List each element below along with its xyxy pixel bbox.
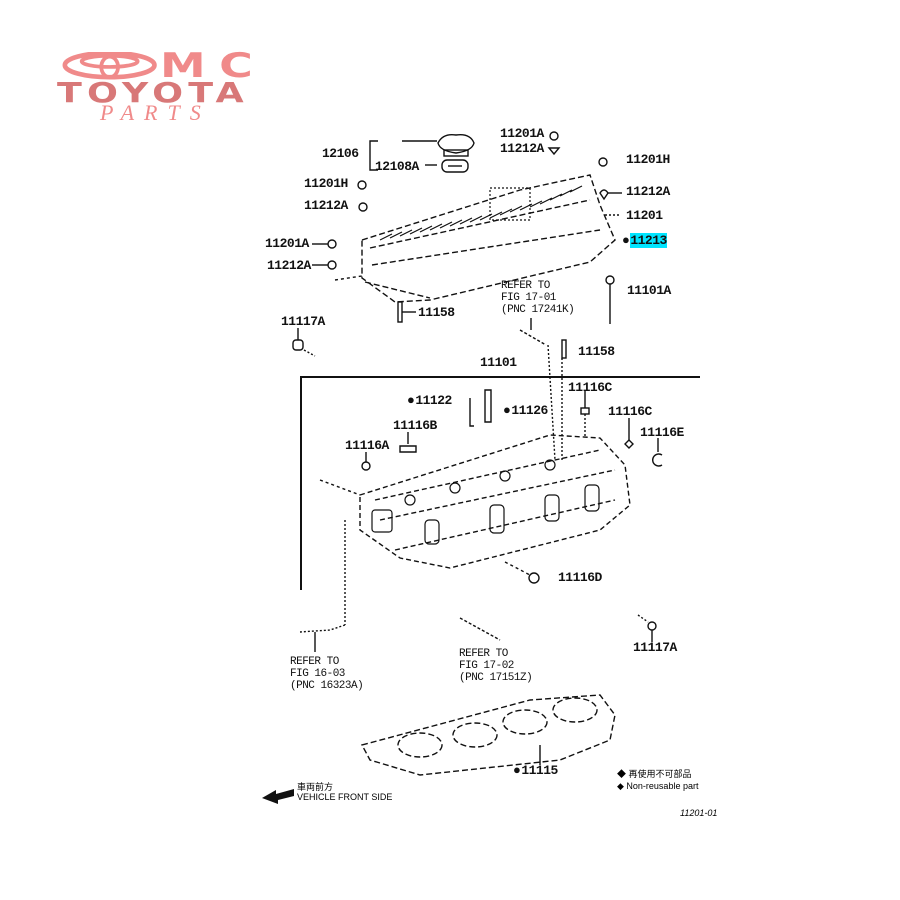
leader-12106 <box>369 140 378 171</box>
reference-line: FIG 17-01 <box>501 292 556 304</box>
callout-11212A-left[interactable]: 11212A <box>304 198 348 213</box>
frame-line <box>300 376 700 590</box>
cylinder-head-icon <box>359 434 631 569</box>
callout-11116C-1[interactable]: 11116C <box>568 380 612 395</box>
vehicle-front-jp: 車両前方 <box>297 782 334 792</box>
callout-11212A-right[interactable]: 11212A <box>626 184 670 199</box>
callout-11201[interactable]: 11201 <box>626 208 663 223</box>
callout-11116A[interactable]: 11116A <box>345 438 389 453</box>
legend: ◆ 再使用不可部品 ◆ Non-reusable part <box>617 768 698 792</box>
brand-middle: TOYOTA <box>57 76 249 109</box>
vehicle-front-label: 車両前方 VEHICLE FRONT SIDE <box>297 782 392 802</box>
callout-11201A-left[interactable]: 11201A <box>265 236 309 251</box>
brand-bottom: PARTS <box>100 100 211 125</box>
vehicle-front-en: VEHICLE FRONT SIDE <box>297 792 393 802</box>
reference-note-fig-17-01[interactable]: REFER TO FIG 17-01 (PNC 17241K) <box>501 280 575 316</box>
reference-line: FIG 16-03 <box>290 668 345 680</box>
legend-line-jp: ◆ 再使用不可部品 <box>617 769 692 779</box>
plug-icon <box>580 407 590 415</box>
stud-bolt-icon <box>561 339 567 359</box>
callout-11126[interactable]: 11126 <box>503 403 548 418</box>
valve-cover-fins-icon <box>379 185 583 241</box>
plug-icon <box>652 453 663 467</box>
washer-icon <box>327 260 337 270</box>
callout-11212A-left2[interactable]: 11212A <box>267 258 311 273</box>
callout-11201H-left[interactable]: 11201H <box>304 176 348 191</box>
plug-icon <box>399 445 417 453</box>
reference-line: (PNC 17151Z) <box>459 672 533 684</box>
callout-12108A[interactable]: 12108A <box>375 159 419 174</box>
washer-icon <box>358 202 368 212</box>
callout-11116C-2[interactable]: 11116C <box>608 404 652 419</box>
callout-11158-left[interactable]: 11158 <box>418 305 455 320</box>
washer-icon <box>599 189 609 201</box>
plug-icon <box>292 339 304 351</box>
reference-line: REFER TO <box>459 648 508 660</box>
callout-11116D[interactable]: 11116D <box>558 570 602 585</box>
reference-note-fig-16-03[interactable]: REFER TO FIG 16-03 (PNC 16323A) <box>290 656 364 692</box>
cylinder-head-cover-icon <box>361 174 616 303</box>
callout-11116E[interactable]: 11116E <box>640 425 684 440</box>
plug-icon <box>528 572 540 584</box>
callout-11122[interactable]: 11122 <box>407 393 452 408</box>
callout-11115[interactable]: 11115 <box>513 763 558 778</box>
highlighted-part-number[interactable]: 11213 <box>630 233 667 248</box>
legend-line-en: ◆ Non-reusable part <box>617 781 699 791</box>
cylinder-head-gasket-icon <box>360 694 616 776</box>
reference-note-fig-17-02[interactable]: REFER TO FIG 17-02 (PNC 17151Z) <box>459 648 533 684</box>
callout-11201A-top[interactable]: 11201A <box>500 126 544 141</box>
callout-11101A[interactable]: 11101A <box>627 283 671 298</box>
plug-icon <box>647 621 657 631</box>
callout-11117A-bottom[interactable]: 11117A <box>633 640 677 655</box>
brand-top: MC <box>160 46 267 86</box>
callout-12106[interactable]: 12106 <box>322 146 359 161</box>
callout-11213[interactable]: 11213 <box>622 233 667 248</box>
oil-level-gauge-guide-icon <box>605 275 615 324</box>
vehicle-front-arrow-icon <box>262 789 294 804</box>
callout-11201H-right[interactable]: 11201H <box>626 152 670 167</box>
oil-filler-cap-icon <box>437 133 475 173</box>
callout-11158-mid[interactable]: 11158 <box>578 344 615 359</box>
toyota-emblem-icon <box>62 52 157 80</box>
plug-icon <box>624 439 634 449</box>
stud-bolt-icon <box>397 301 403 323</box>
nut-icon <box>357 180 367 190</box>
brand-logo: MC TOYOTA PARTS <box>55 46 295 127</box>
nut-icon <box>549 131 559 141</box>
callout-11212A-top[interactable]: 11212A <box>500 141 544 156</box>
figure-code: 11201-01 <box>680 808 718 818</box>
plug-icon <box>361 461 371 471</box>
reference-line: FIG 17-02 <box>459 660 514 672</box>
callout-11101[interactable]: 11101 <box>480 355 517 370</box>
nut-icon <box>598 157 608 167</box>
reference-line: (PNC 17241K) <box>501 304 575 316</box>
valve-guide-icon <box>484 389 492 423</box>
callout-11116B[interactable]: 11116B <box>393 418 437 433</box>
cylinder-head-ports-icon <box>371 459 600 545</box>
callout-11117A-top[interactable]: 11117A <box>281 314 325 329</box>
reference-line: REFER TO <box>290 656 339 668</box>
valve-guide-icon <box>469 398 474 427</box>
reference-line: REFER TO <box>501 280 550 292</box>
reference-line: (PNC 16323A) <box>290 680 364 692</box>
washer-icon <box>547 147 561 156</box>
nut-icon <box>327 239 337 249</box>
